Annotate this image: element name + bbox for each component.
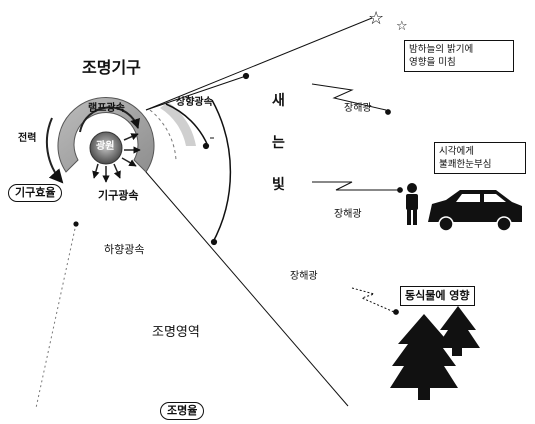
person-figure — [406, 183, 418, 225]
illuminance-ratio-badge: 조명율 — [160, 402, 205, 420]
luminaire-title: 조명기구 — [82, 58, 141, 77]
leak-light-char: 는 — [272, 135, 285, 151]
fixture-efficiency-badge: 기구효율 — [8, 184, 63, 202]
left-boundary — [35, 221, 79, 409]
driver-effect-box: 시각에게 불쾌한눈부심 — [434, 142, 526, 174]
upward-flux-arc — [165, 103, 209, 147]
upward-flux-band — [160, 102, 196, 146]
lamp-flux-label: 램프광속 — [88, 103, 125, 114]
lamp-rays — [92, 133, 141, 183]
downward-flux-label: 하향광속 — [104, 243, 145, 256]
sky-effect-line: 밤하늘의 밝기에 — [409, 44, 474, 55]
leak-light-arc — [211, 99, 232, 245]
fixture-flux-label: 기구광속 — [98, 189, 139, 202]
tree-figures — [390, 306, 480, 400]
leak-light-char: 빛 — [272, 177, 285, 193]
lamp-flux-arc — [79, 106, 140, 133]
ecology-effect-box: 동식물에 영향 — [400, 286, 475, 306]
lamp-label: 광원 — [96, 141, 115, 152]
star-icon: ☆ — [368, 8, 385, 29]
upward-flux-label: 상향광속 — [176, 97, 213, 108]
obtrusive-arrows — [311, 83, 403, 315]
boundary-rays — [145, 17, 373, 407]
lamp — [89, 131, 123, 165]
obtrusive-light-label: 장해광 — [290, 271, 318, 282]
power-label: 전력 — [18, 133, 37, 144]
driver-effect-line: 시각에게 — [439, 146, 474, 157]
sky-effect-line: 영향을 미침 — [409, 57, 456, 68]
star-icon: ☆ — [396, 19, 408, 34]
sky-effect-box: 밤하늘의 밝기에 영향을 미침 — [404, 40, 514, 72]
obtrusive-light-label: 장해광 — [344, 103, 372, 114]
car-figure — [428, 190, 522, 232]
power-arc-arrow — [45, 117, 64, 184]
obtrusive-light-label: 장해광 — [334, 209, 362, 220]
driver-effect-line: 불쾌한눈부심 — [439, 159, 492, 170]
leak-light-char: 새 — [272, 93, 285, 109]
lighting-area-label: 조명영역 — [152, 325, 200, 340]
